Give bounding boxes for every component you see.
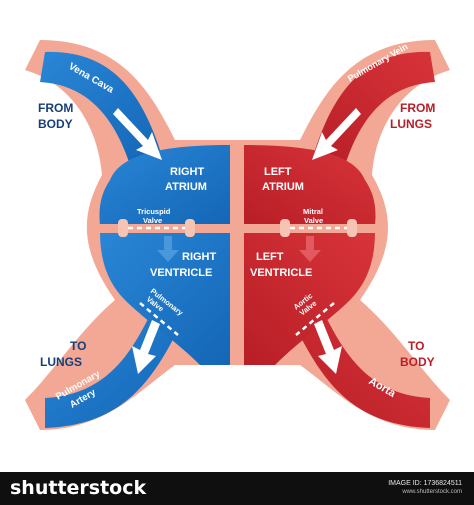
from-lungs-label-line2: LUNGS (390, 117, 432, 131)
vena-cava-vessel (40, 51, 160, 166)
to-body-label-line1: TO (408, 339, 424, 353)
arrow-pulmonary-artery-icon (132, 320, 160, 374)
tricuspid-valve (118, 219, 195, 237)
tricuspid-valve-label-line1: Tricuspid (137, 207, 171, 216)
right-ventricle-label-line2: VENTRICLE (150, 267, 212, 279)
right-atrium-label-line1: RIGHT (170, 166, 205, 178)
image-id: IMAGE ID: 1736824511 (388, 480, 462, 487)
right-ventricle-label-line1: RIGHT (182, 251, 217, 263)
watermark-bar: shutterstock IMAGE ID: 1736824511 www.sh… (0, 472, 474, 505)
mitral-valve-label-line2: Valve (304, 216, 323, 225)
from-body-label-line1: FROM (38, 101, 73, 115)
pulmonary-vein-vessel (315, 51, 435, 166)
left-ventricle-label-line1: LEFT (256, 251, 284, 263)
from-lungs-label-line1: FROM (400, 101, 435, 115)
left-ventricle-label-line2: VENTRICLE (250, 267, 312, 279)
left-atrium-label-line1: LEFT (264, 166, 292, 178)
left-atrium-chamber (244, 145, 376, 225)
to-lungs-label-line1: TO (70, 339, 86, 353)
flow-arrows (113, 108, 361, 374)
arrow-vena-cava-icon (113, 108, 162, 160)
tricuspid-valve-label-line2: Valve (143, 216, 162, 225)
mitral-valve-label-line1: Mitral (303, 207, 323, 216)
right-atrium-label-line2: ATRIUM (165, 181, 207, 193)
shutterstock-logo: shutterstock (10, 477, 147, 499)
mitral-valve (280, 219, 357, 237)
watermark-site: www.shutterstock.com (402, 489, 462, 495)
arrow-pulmonary-vein-icon (312, 108, 361, 160)
to-lungs-label-line2: LUNGS (40, 355, 82, 369)
inner-arrow-right (157, 236, 179, 262)
heart-diagram-graphic: Vena Cava Pulmonary Vein Pulmonary Arter… (25, 40, 450, 430)
right-ventricle-chamber (100, 232, 230, 365)
to-body-label-line2: BODY (400, 355, 435, 369)
right-atrium-chamber (99, 145, 231, 225)
arrow-aorta-icon (314, 320, 342, 374)
left-atrium-label-line2: ATRIUM (262, 181, 304, 193)
left-ventricle-chamber (244, 232, 375, 365)
valve-plane (100, 224, 376, 233)
inner-arrow-left (299, 236, 321, 262)
septum (230, 145, 244, 365)
from-body-label-line2: BODY (38, 117, 73, 131)
